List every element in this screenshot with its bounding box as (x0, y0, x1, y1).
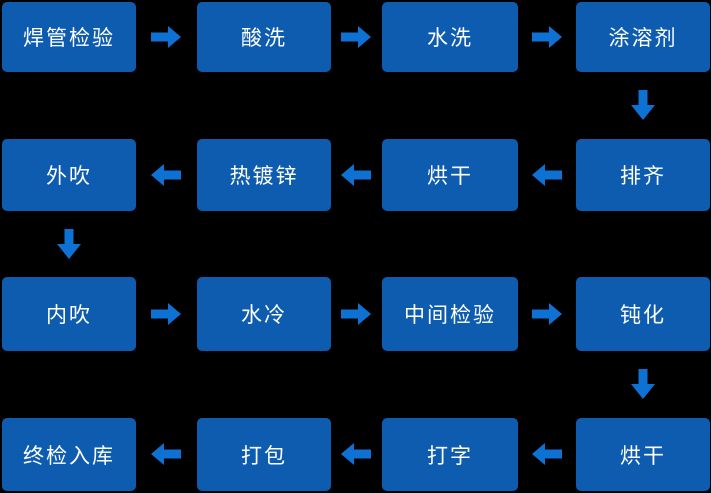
flow-step-label: 打包 (241, 443, 287, 468)
flow-step-water-cooling: 水冷 (197, 277, 331, 351)
flow-step-intermediate-inspection: 中间检验 (382, 277, 518, 351)
flow-step-label: 水冷 (241, 303, 287, 327)
flow-step-passivation: 钝化 (576, 277, 710, 351)
arrow-right-icon (151, 26, 181, 48)
arrow-left-icon (151, 164, 181, 186)
arrow-down-icon (631, 369, 655, 399)
flow-step-external-blowing: 外吹 (2, 139, 136, 211)
flow-step-marking: 打字 (382, 418, 518, 491)
flow-step-flux-coating: 涂溶剂 (576, 2, 710, 72)
flow-step-label: 焊管检验 (23, 26, 115, 50)
flow-step-label: 内吹 (46, 303, 92, 327)
flow-step-label: 终检入库 (23, 443, 115, 468)
arrow-right-icon (532, 26, 562, 48)
flow-step-label: 酸洗 (241, 26, 287, 50)
arrow-left-icon (341, 443, 371, 465)
flow-step-label: 外吹 (46, 164, 92, 188)
arrow-right-icon (532, 303, 562, 325)
arrow-left-icon (341, 164, 371, 186)
flow-step-final-inspection-storage: 终检入库 (2, 418, 136, 491)
flow-step-label: 中间检验 (404, 303, 496, 327)
flow-step-label: 打字 (427, 443, 473, 468)
flow-step-label: 水洗 (427, 26, 473, 50)
arrow-left-icon (151, 443, 181, 465)
flow-step-pickling: 酸洗 (197, 2, 331, 72)
arrow-right-icon (151, 303, 181, 325)
flow-step-label: 排齐 (620, 164, 666, 188)
flow-step-weld-pipe-inspection: 焊管检验 (2, 2, 136, 72)
flow-step-label: 钝化 (620, 303, 666, 327)
flow-step-water-washing: 水洗 (382, 2, 518, 72)
flow-step-drying-2: 烘干 (576, 418, 710, 491)
arrow-left-icon (532, 443, 562, 465)
flow-step-internal-blowing: 内吹 (2, 277, 136, 351)
flow-step-hot-dip-galvanizing: 热镀锌 (197, 139, 331, 211)
arrow-down-icon (631, 90, 655, 120)
arrow-right-icon (341, 26, 371, 48)
flow-step-label: 热镀锌 (229, 164, 299, 188)
arrow-down-icon (57, 229, 81, 259)
flow-step-packing: 打包 (197, 418, 331, 491)
arrow-left-icon (532, 164, 562, 186)
arrow-right-icon (341, 303, 371, 325)
flow-step-drying-1: 烘干 (382, 139, 518, 211)
flow-step-label: 涂溶剂 (608, 26, 678, 50)
flow-step-label: 烘干 (427, 164, 473, 188)
flow-step-aligning: 排齐 (576, 139, 710, 211)
flow-step-label: 烘干 (620, 443, 666, 468)
